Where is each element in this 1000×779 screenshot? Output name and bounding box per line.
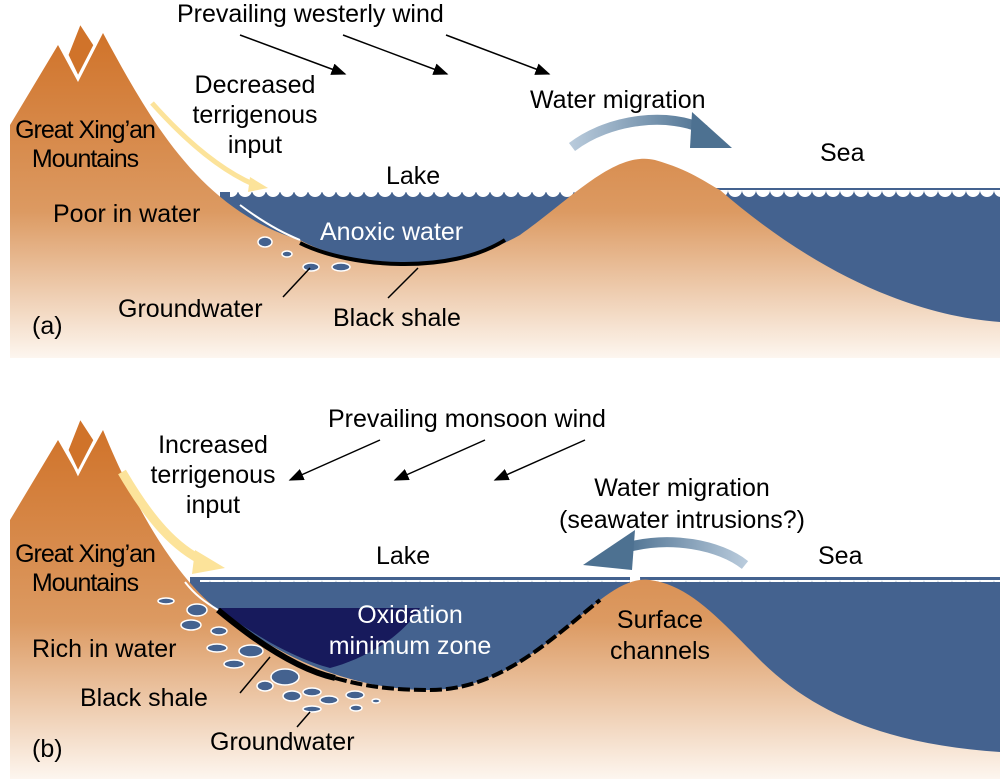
channels-line: channels xyxy=(609,637,711,665)
input-line: Decreased xyxy=(194,71,316,99)
water-migration-arrow xyxy=(568,114,708,152)
input-line: terrigenous xyxy=(150,461,276,489)
mountains-line: Mountains xyxy=(31,145,139,173)
omz-line: Oxidation xyxy=(357,601,463,629)
anoxic-label: Anoxic water xyxy=(320,218,464,246)
waves xyxy=(200,573,1000,582)
wind-label-a: Prevailing westerly wind xyxy=(177,0,444,28)
water-status-b: Rich in water xyxy=(32,635,177,663)
terrigenous-input-arrow xyxy=(150,101,256,188)
omz-label: Oxidation minimum zone xyxy=(295,600,525,662)
slope-edge xyxy=(239,204,301,241)
land xyxy=(10,430,1000,779)
wind-arrows xyxy=(288,439,586,481)
input-label-a: Decreased terrigenous input xyxy=(180,70,330,160)
input-line: Increased xyxy=(158,431,268,459)
migration-label-b: Water migration (seawater intrusions?) xyxy=(552,472,812,536)
mountains-line: Great Xing’an xyxy=(15,116,156,144)
channels-label: Surface channels xyxy=(590,605,730,667)
mountains-label-b: Great Xing’an Mountains xyxy=(0,540,170,598)
groundwater-label-b: Groundwater xyxy=(210,728,355,756)
migration-line: Water migration xyxy=(594,474,770,502)
sea-label-a: Sea xyxy=(820,139,865,167)
lake-label-b: Lake xyxy=(376,542,431,570)
panel-a xyxy=(10,18,1000,358)
panel-label-a: (a) xyxy=(32,312,63,340)
lake-label-a: Lake xyxy=(386,162,441,190)
water-migration-arrow xyxy=(623,537,749,570)
groundwater-pockets xyxy=(257,236,351,272)
black-shale-layer xyxy=(299,238,507,266)
oxidation-minimum-zone xyxy=(218,608,420,668)
slope-edge xyxy=(184,581,219,611)
shale-label-a: Black shale xyxy=(333,304,461,332)
peak-notch xyxy=(65,413,97,477)
input-line: terrigenous xyxy=(192,101,318,129)
mountains-line: Mountains xyxy=(31,569,139,597)
input-label-b: Increased terrigenous input xyxy=(138,430,288,520)
channels-line: Surface xyxy=(616,606,704,634)
peak-notch xyxy=(65,18,97,82)
mountains-line: Great Xing’an xyxy=(15,540,156,568)
migration-line: (seawater intrusions?) xyxy=(559,506,805,534)
black-shale-layer xyxy=(216,607,336,681)
land xyxy=(10,33,1000,358)
input-line: input xyxy=(185,491,241,519)
groundwater-label-a: Groundwater xyxy=(118,295,263,323)
migration-label-a: Water migration xyxy=(530,86,706,114)
water-status-a: Poor in water xyxy=(53,200,201,228)
shale-label-b: Black shale xyxy=(80,684,208,712)
input-line: input xyxy=(227,131,283,159)
panel-b xyxy=(10,413,1000,779)
sea-label-b: Sea xyxy=(818,542,863,570)
mountains-label-a: Great Xing’an Mountains xyxy=(0,116,170,174)
wind-label-b: Prevailing monsoon wind xyxy=(328,405,606,433)
surface-channels-line xyxy=(334,598,602,693)
omz-line: minimum zone xyxy=(328,632,492,660)
wind-arrows xyxy=(239,34,551,75)
panel-label-b: (b) xyxy=(32,735,63,763)
groundwater-pockets xyxy=(157,597,381,713)
